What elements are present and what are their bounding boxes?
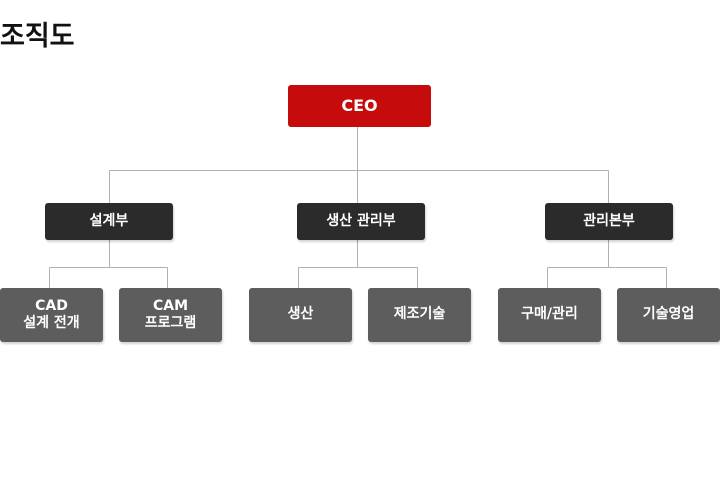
team-label-line: CAD [35, 297, 68, 314]
team-tech-sales-node: 기술영업 [617, 288, 720, 342]
team-purchasing-node: 구매/관리 [498, 288, 601, 342]
division-label: 생산 관리부 [326, 212, 396, 229]
team-label-line: 생산 [287, 306, 314, 323]
team-cad-node: CAD 설계 전개 [0, 288, 103, 342]
team-production-node: 생산 [249, 288, 352, 342]
page-title: 조직도 [0, 21, 75, 52]
ceo-node: CEO [288, 85, 431, 127]
team-label-line: 구매/관리 [521, 306, 578, 323]
team-manufacturing-tech-node: 제조기술 [368, 288, 471, 342]
team-label-line: 기술영업 [642, 306, 695, 323]
team-label-line: 제조기술 [393, 306, 446, 323]
team-label-line: CAM [152, 297, 189, 314]
division-management-node: 관리본부 [545, 203, 673, 240]
ceo-label: CEO [341, 96, 378, 115]
division-label: 관리본부 [583, 212, 635, 229]
division-design-node: 설계부 [45, 203, 173, 240]
team-label-line: 설계 전개 [23, 315, 80, 331]
division-label: 설계부 [89, 212, 129, 229]
division-production-node: 생산 관리부 [297, 203, 425, 240]
team-label-line: 프로그램 [144, 315, 197, 331]
team-cam-node: CAM 프로그램 [119, 288, 222, 342]
